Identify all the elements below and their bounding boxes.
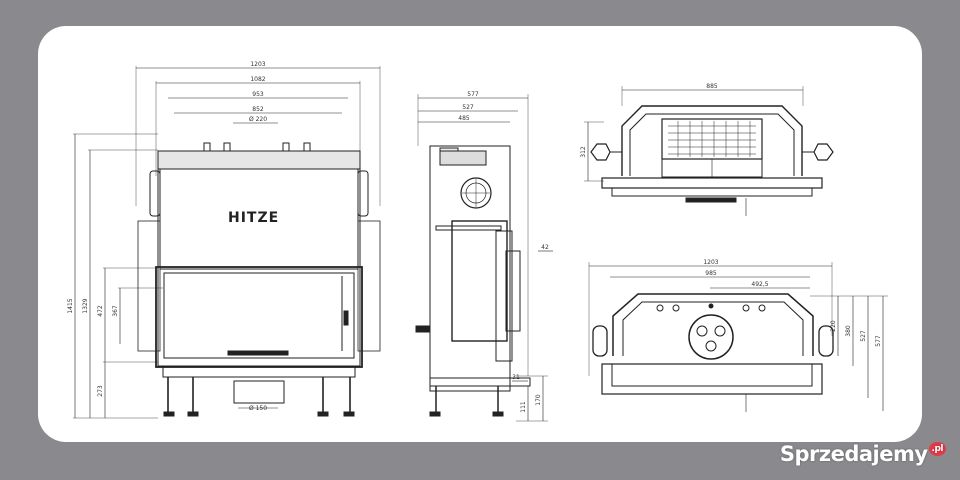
side-view-labels: 577 527 485 42 31 111 170 — [458, 91, 549, 413]
dim-front-width-852: 852 — [252, 106, 264, 113]
dim-plan-492-5: 492,5 — [751, 281, 768, 288]
dim-height-1415: 1415 — [67, 298, 74, 313]
dim-side-111: 111 — [520, 401, 527, 413]
dim-plan-1203: 1203 — [703, 259, 718, 266]
front-view — [73, 66, 381, 419]
dim-side-31: 31 — [512, 374, 520, 381]
dim-height-472: 472 — [97, 305, 104, 317]
watermark-name: Sprzedajemy — [779, 442, 928, 466]
dim-front-width-1203: 1203 — [250, 61, 265, 68]
plan-view-labels: 1203 985 492,5 220 380 527 577 — [703, 259, 882, 347]
dim-top-width-885: 885 — [706, 83, 718, 90]
dim-depth-527: 527 — [462, 104, 474, 111]
dim-plan-380: 380 — [845, 325, 852, 337]
dim-plan-220: 220 — [830, 320, 837, 332]
plan-view — [588, 262, 888, 412]
dim-front-width-953: 953 — [252, 91, 264, 98]
dim-side-42: 42 — [541, 244, 549, 251]
watermark-tld: .pl — [928, 442, 946, 456]
brand-logo: HITZE — [228, 210, 279, 226]
dim-height-273: 273 — [97, 385, 104, 397]
dim-side-170: 170 — [535, 394, 542, 406]
side-view — [415, 94, 553, 422]
top-view — [584, 86, 834, 216]
dim-air-inlet-diameter: Ø 150 — [249, 405, 267, 412]
technical-drawing: HITZE 1203 1082 953 852 Ø 220 1415 1329 … — [67, 61, 888, 422]
drawing-card: HITZE 1203 1082 953 852 Ø 220 1415 1329 … — [38, 26, 922, 442]
dim-height-1329: 1329 — [82, 298, 89, 313]
dim-height-367: 367 — [112, 305, 119, 317]
dim-plan-577: 577 — [875, 335, 882, 347]
watermark-logo: Sprzedajemy.pl — [780, 442, 946, 466]
top-view-labels: 885 312 — [580, 83, 718, 158]
dim-depth-577: 577 — [467, 91, 479, 98]
dim-front-width-1082: 1082 — [250, 76, 265, 83]
front-view-labels: HITZE 1203 1082 953 852 Ø 220 1415 1329 … — [67, 61, 279, 412]
dim-plan-985: 985 — [705, 270, 717, 277]
dim-flue-diameter: Ø 220 — [249, 116, 267, 123]
dim-plan-527: 527 — [860, 330, 867, 342]
dim-top-depth-312: 312 — [580, 146, 587, 158]
dim-depth-485: 485 — [458, 115, 470, 122]
